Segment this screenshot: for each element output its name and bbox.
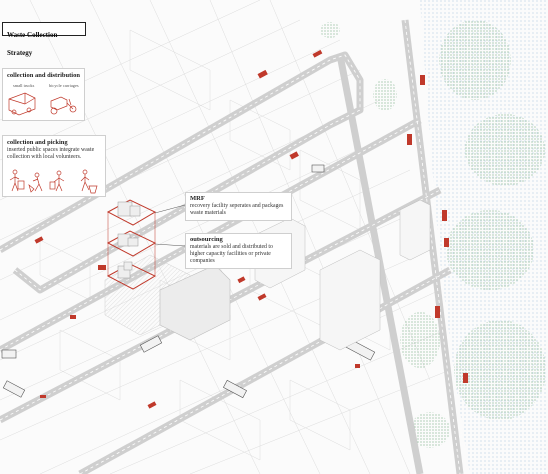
outsourcing-text-2: higher capacity facilities or private	[190, 251, 271, 257]
bicycle-carriages-caption: bicycle carriages	[49, 83, 79, 88]
collection-picking-heading: collection and picking	[7, 139, 68, 146]
volunteer-figure-icon	[28, 172, 43, 193]
truck-icon	[8, 92, 36, 116]
outsourcing-heading: outsourcing	[190, 236, 223, 243]
outsourcing-text-3: companies	[190, 258, 215, 264]
grey-vehicles	[1, 164, 376, 399]
volunteer-figure-icon	[9, 169, 25, 192]
collection-picking-text-2: collection with local volunteers.	[7, 154, 82, 160]
collection-picking-panel: collection and picking inserted public s…	[2, 135, 106, 197]
bicycle-carriage-icon	[50, 96, 77, 115]
outsourcing-panel: outsourcing materials are sold and distr…	[185, 233, 292, 269]
collection-distribution-heading: collection and distribution	[7, 72, 80, 79]
vegetation	[320, 20, 546, 448]
distribution-icons	[8, 92, 77, 116]
diagram-title: Waste Collection Strategy	[7, 31, 58, 57]
volunteer-figure-icon	[49, 170, 65, 192]
volunteer-figure-icon	[80, 169, 98, 194]
diagram-title-box: Waste Collection Strategy	[2, 22, 86, 57]
small-trucks-caption: small trucks	[13, 83, 35, 88]
volunteer-icons	[9, 169, 98, 194]
outsourcing-text-1: materials are sold and distributed to	[190, 244, 273, 250]
mrf-buildings	[117, 201, 141, 279]
mrf-text-2: waste materials	[190, 210, 226, 216]
collection-distribution-panel: collection and distribution small trucks…	[2, 68, 85, 121]
mrf-panel: MRF recovery facility seperates and pack…	[185, 192, 292, 221]
mrf-text-1: recovery facility seperates and packages	[190, 203, 284, 209]
collection-picking-text-1: inserted public spaces integrate waste	[7, 147, 95, 153]
mrf-heading: MRF	[190, 195, 205, 202]
